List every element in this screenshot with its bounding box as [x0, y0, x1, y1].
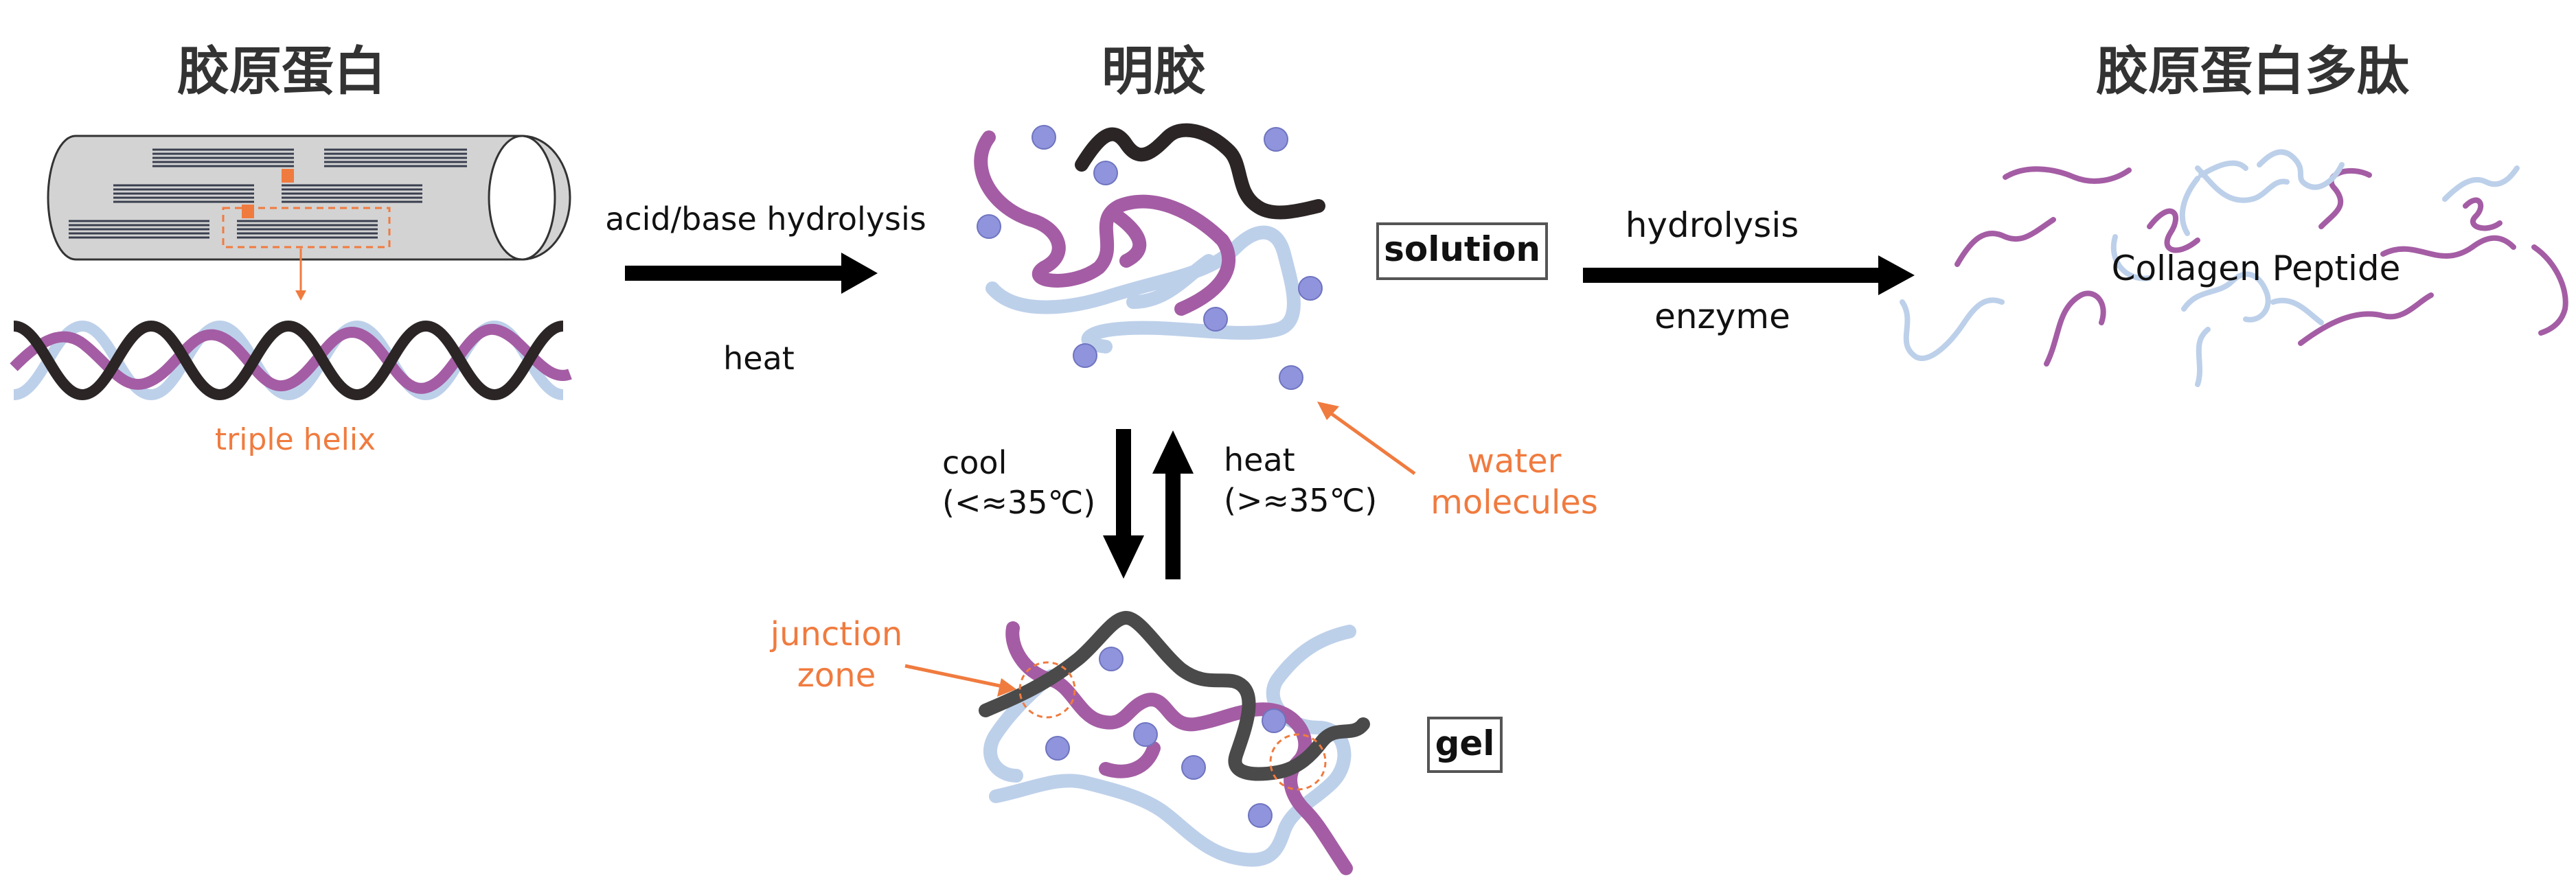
- gap-marker-2: [242, 205, 254, 218]
- label-water: water: [1468, 442, 1562, 481]
- collagen-fiber-illustration: [47, 135, 571, 301]
- arrow-heat-up: [1165, 471, 1181, 579]
- solution-box: solution: [1376, 222, 1548, 280]
- label-cool-temp: (<≈35℃): [942, 484, 1095, 521]
- arrow-gelatin-to-peptide: [1583, 255, 1915, 295]
- label-junction: junction: [770, 615, 903, 653]
- gelatin-solution-illustration: [974, 123, 1325, 354]
- gel-network-illustration: [979, 611, 1370, 875]
- label-acid-base-hydrolysis: acid/base hydrolysis: [605, 200, 926, 238]
- title-gelatin: 明胶: [1102, 40, 1206, 102]
- gap-marker-1: [282, 169, 294, 183]
- title-collagen-peptide: 胶原蛋白多肽: [2096, 40, 2410, 102]
- label-molecules: molecules: [1431, 483, 1598, 522]
- water-molecules-solution: [977, 125, 1323, 390]
- label-heat-right: heat: [1224, 441, 1295, 478]
- label-cool: cool: [942, 444, 1007, 481]
- label-heat-top: heat: [723, 340, 795, 377]
- equilibrium-arrows: [1103, 429, 1194, 579]
- title-collagen: 胶原蛋白: [177, 40, 386, 102]
- arrow-cool-down: [1116, 429, 1131, 539]
- zoom-box: [222, 207, 391, 248]
- label-collagen-peptide: Collagen Peptide: [2112, 248, 2401, 288]
- label-solution: solution: [1384, 229, 1540, 269]
- peptide-fragments-illustration: [1900, 149, 2568, 387]
- label-enzyme: enzyme: [1654, 297, 1790, 336]
- label-hydrolysis: hydrolysis: [1626, 205, 1799, 245]
- label-gel: gel: [1435, 724, 1495, 763]
- label-triple-helix: triple helix: [215, 422, 376, 457]
- water-molecules-gel: [1045, 647, 1286, 828]
- label-heat-temp: (>≈35℃): [1224, 482, 1377, 519]
- fibril-bundles: [69, 148, 467, 239]
- water-molecules-pointer: [1317, 402, 1416, 476]
- label-zone: zone: [797, 656, 876, 695]
- gel-box: gel: [1427, 717, 1503, 773]
- arrow-hydrolysis-to-gelatin: [625, 253, 878, 294]
- triple-helix-illustration: [10, 320, 572, 401]
- junction-zone-markers: [1018, 661, 1327, 791]
- junction-zone-pointer: [904, 664, 1016, 697]
